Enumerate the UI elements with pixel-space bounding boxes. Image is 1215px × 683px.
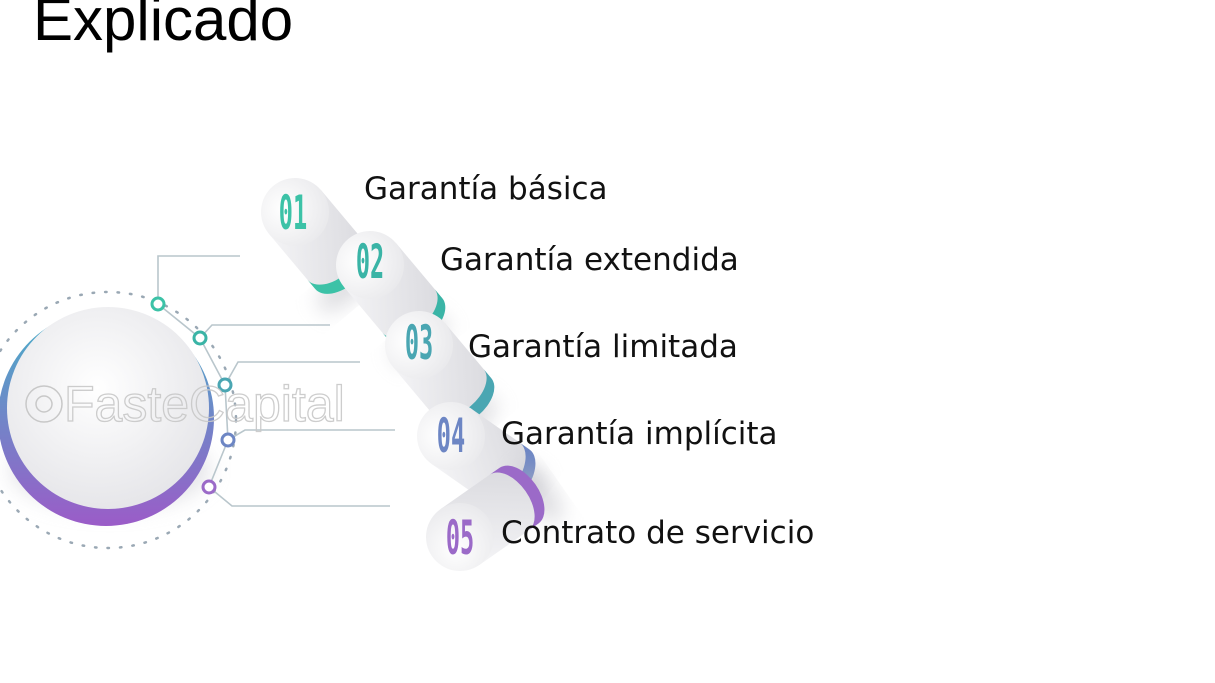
hub-dotted-orbit	[0, 290, 238, 550]
step-3-marker	[385, 311, 497, 445]
connector-nodes	[150, 296, 236, 495]
step-3-label: Garantía limitada	[468, 329, 738, 365]
connector-lines	[157, 255, 395, 507]
step-1-label: Garantía básica	[364, 171, 608, 207]
hub-circle	[0, 307, 214, 526]
step-4-number: 04	[437, 408, 465, 464]
step-5-marker	[426, 464, 563, 571]
step-3-number: 03	[405, 315, 433, 371]
step-5-label: Contrato de servicio	[501, 515, 815, 551]
step-2-number: 02	[356, 234, 384, 290]
step-4-label: Garantía implícita	[501, 416, 778, 452]
step-1-number: 01	[279, 185, 307, 241]
watermark-text: FasteCapital	[64, 376, 345, 432]
step-5-number: 05	[446, 510, 474, 566]
watermark-logo: FasteCapital	[25, 375, 345, 433]
step-2-label: Garantía extendida	[440, 242, 739, 278]
gear-icon	[25, 385, 63, 423]
page-title: Explicado	[33, 0, 294, 53]
